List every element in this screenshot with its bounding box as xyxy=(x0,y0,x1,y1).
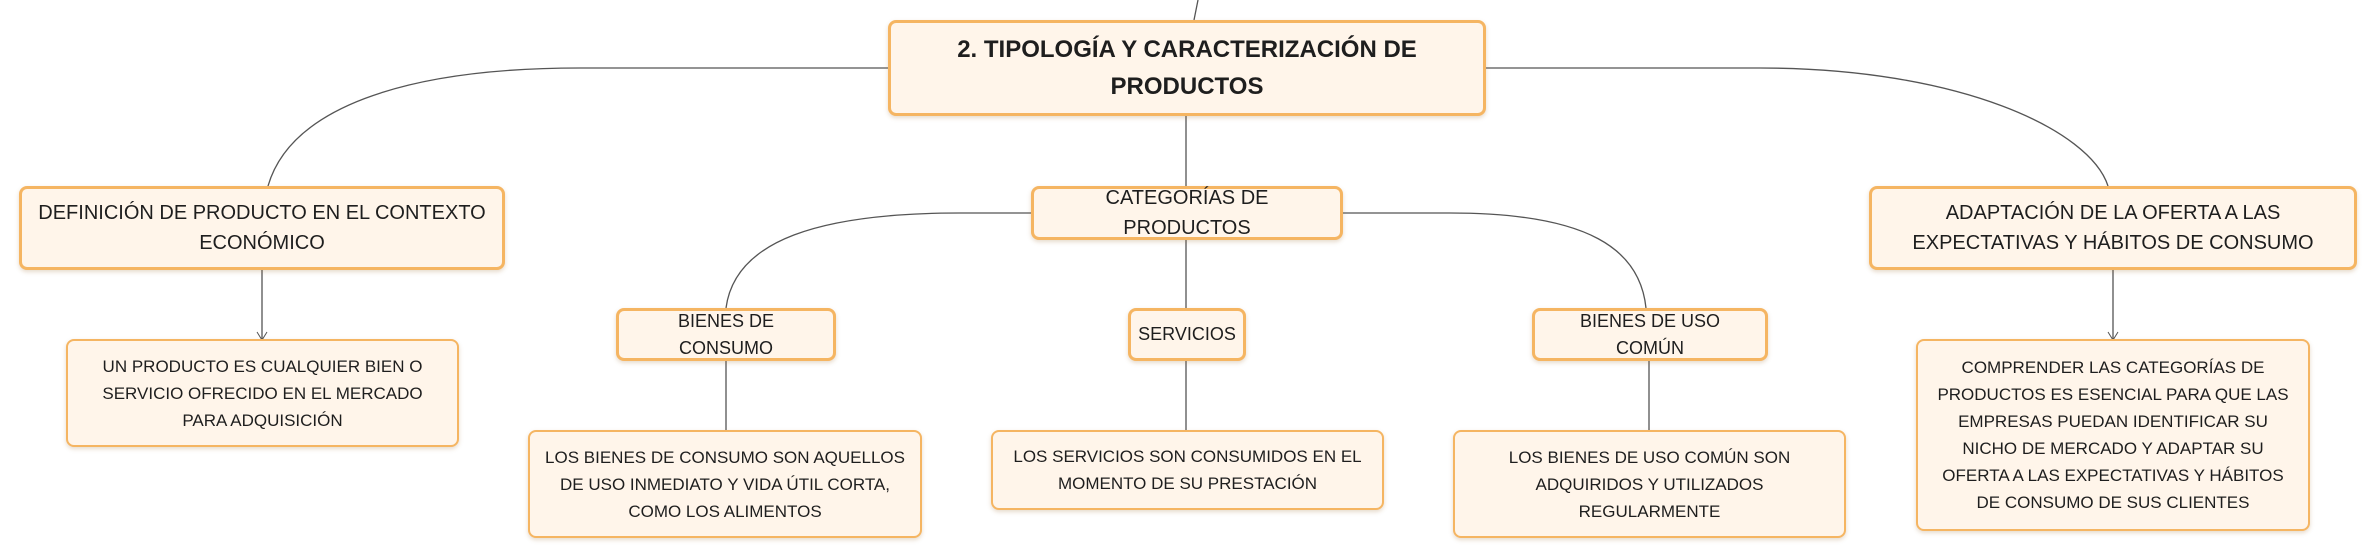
detail-bienes-uso-comun-text: LOS BIENES DE USO COMÚN SON ADQUIRIDOS Y… xyxy=(1508,447,1791,521)
connector-root-parent xyxy=(1193,0,1199,21)
node-adaptacion[interactable]: ADAPTACIÓN DE LA OFERTA A LAS EXPECTATIV… xyxy=(1869,186,2357,270)
node-servicios[interactable]: SERVICIOS xyxy=(1128,308,1246,361)
node-bienes-consumo[interactable]: BIENES DE CONSUMO xyxy=(616,308,836,361)
node-adaptacion-title: ADAPTACIÓN DE LA OFERTA A LAS EXPECTATIV… xyxy=(1912,202,2314,254)
detail-adaptacion-text: COMPRENDER LAS CATEGORÍAS DE PRODUCTOS E… xyxy=(1937,358,2289,512)
detail-adaptacion[interactable]: COMPRENDER LAS CATEGORÍAS DE PRODUCTOS E… xyxy=(1916,339,2310,531)
node-bienes-uso-comun[interactable]: BIENES DE USO COMÚN xyxy=(1532,308,1768,361)
detail-bienes-consumo-text: LOS BIENES DE CONSUMO SON AQUELLOS DE US… xyxy=(545,447,905,521)
detail-servicios[interactable]: LOS SERVICIOS SON CONSUMIDOS EN EL MOMEN… xyxy=(991,430,1384,510)
root-title: 2. TIPOLOGÍA Y CARACTERIZACIÓN DE PRODUC… xyxy=(957,36,1417,100)
node-categorias-title: CATEGORÍAS DE PRODUCTOS xyxy=(1105,187,1269,239)
node-definicion-title: DEFINICIÓN DE PRODUCTO EN EL CONTEXTO EC… xyxy=(38,202,486,254)
node-bienes-uso-comun-title: BIENES DE USO COMÚN xyxy=(1579,310,1721,358)
detail-definicion[interactable]: UN PRODUCTO ES CUALQUIER BIEN O SERVICIO… xyxy=(66,339,459,447)
connector-root-definicion xyxy=(267,67,888,187)
detail-definicion-text: UN PRODUCTO ES CUALQUIER BIEN O SERVICIO… xyxy=(102,356,423,430)
detail-bienes-consumo[interactable]: LOS BIENES DE CONSUMO SON AQUELLOS DE US… xyxy=(528,430,922,538)
detail-servicios-text: LOS SERVICIOS SON CONSUMIDOS EN EL MOMEN… xyxy=(1013,447,1362,493)
connector-categorias-bienes-uso xyxy=(1343,212,1647,309)
connector-root-adaptacion xyxy=(1486,67,2109,187)
node-categorias[interactable]: CATEGORÍAS DE PRODUCTOS xyxy=(1031,186,1343,240)
root-node[interactable]: 2. TIPOLOGÍA Y CARACTERIZACIÓN DE PRODUC… xyxy=(888,20,1486,116)
detail-bienes-uso-comun[interactable]: LOS BIENES DE USO COMÚN SON ADQUIRIDOS Y… xyxy=(1453,430,1846,538)
node-definicion[interactable]: DEFINICIÓN DE PRODUCTO EN EL CONTEXTO EC… xyxy=(19,186,505,270)
connector-categorias-bienes-consumo xyxy=(725,212,1031,309)
node-bienes-consumo-title: BIENES DE CONSUMO xyxy=(677,310,775,358)
node-servicios-title: SERVICIOS xyxy=(1138,324,1236,344)
